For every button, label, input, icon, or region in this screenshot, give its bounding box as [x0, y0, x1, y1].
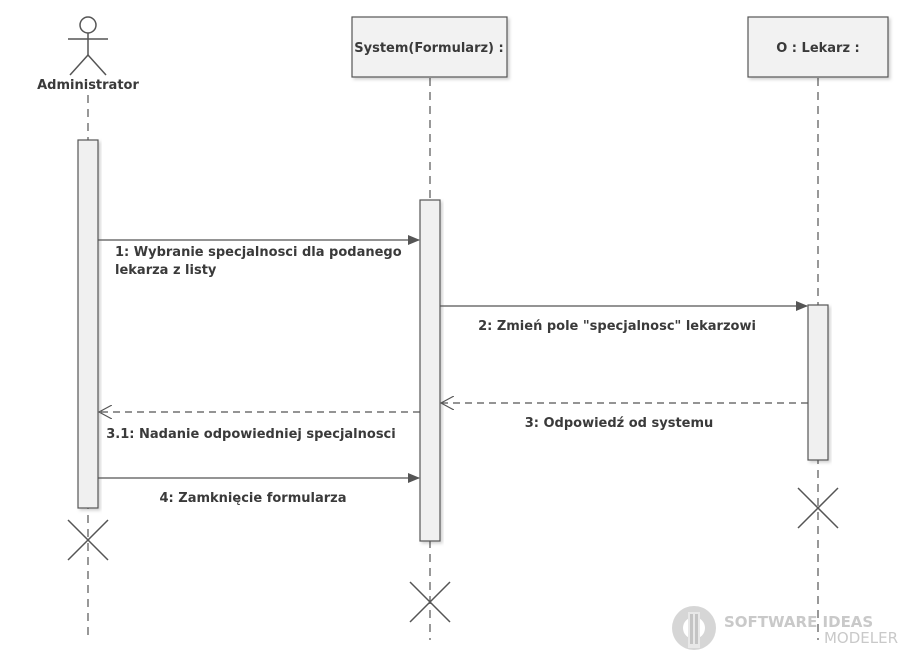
message-3-1-label: 3.1: Nadanie odpowiedniej specjalnosci: [106, 427, 395, 442]
actor-label: Administrator: [37, 78, 139, 93]
destroy-marker-administrator: [67, 519, 109, 561]
participant-box-system: [351, 16, 508, 78]
watermark-logo-icon: [672, 606, 716, 650]
activation-system: [419, 199, 441, 542]
activation-administrator: [77, 139, 99, 509]
message-1-label-line1: 1: Wybranie specjalnosci dla podanego: [115, 245, 402, 260]
participant-label-system: System(Formularz) :: [354, 41, 503, 56]
destroy-marker-system: [409, 581, 451, 623]
activation-lekarz: [807, 304, 829, 461]
destroy-marker-lekarz: [797, 487, 839, 529]
participant-label-lekarz: O : Lekarz :: [776, 41, 860, 56]
actor-icon: [68, 16, 108, 76]
message-4-label: 4: Zamknięcie formularza: [160, 491, 347, 506]
participant-box-lekarz: [747, 16, 889, 78]
watermark-line2: MODELER: [824, 629, 898, 647]
message-3-label: 3: Odpowiedź od systemu: [525, 416, 714, 431]
message-2-label: 2: Zmień pole "specjalnosc" lekarzowi: [478, 319, 756, 334]
message-1-label-line2: lekarza z listy: [115, 263, 217, 278]
watermark-line1: SOFTWARE IDEAS: [724, 613, 873, 631]
